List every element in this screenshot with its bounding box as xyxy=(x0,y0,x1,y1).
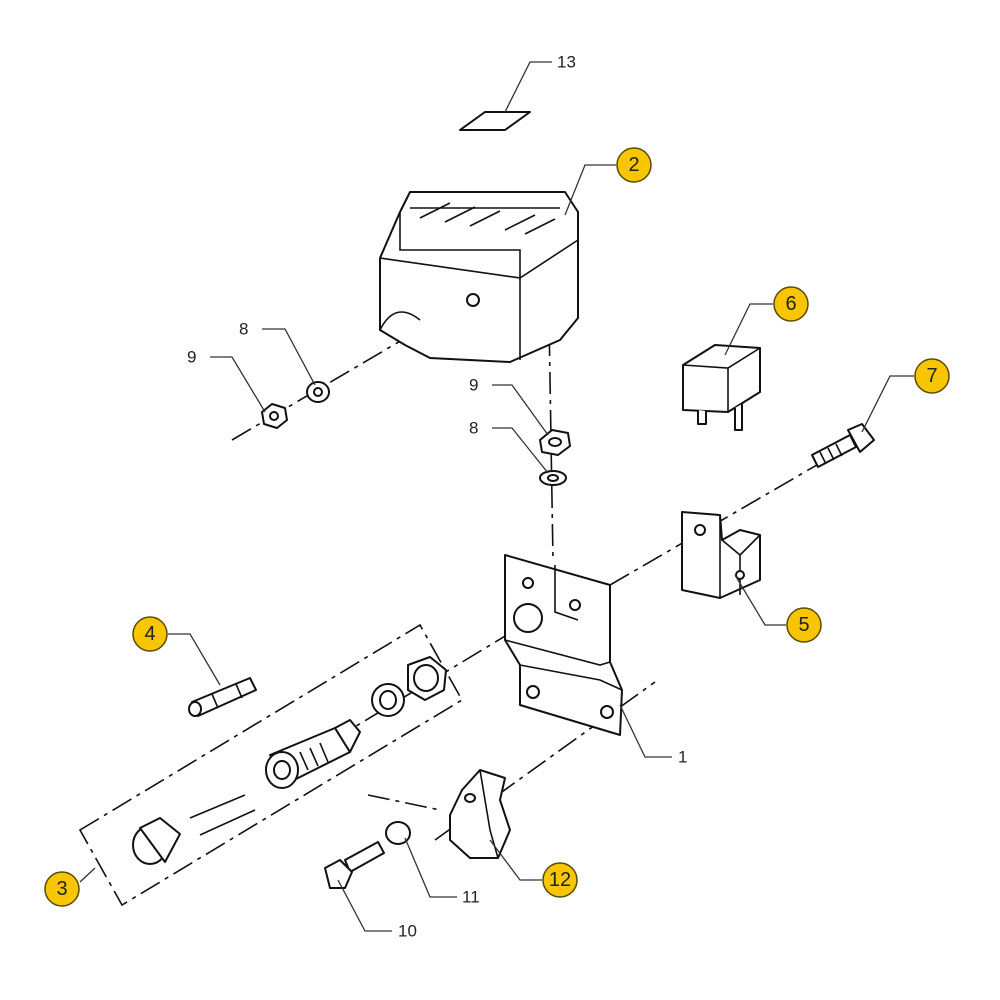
callout-5[interactable]: 5 xyxy=(786,607,822,643)
part-9-nut-left xyxy=(261,403,288,429)
callout-2[interactable]: 2 xyxy=(616,147,652,183)
callout-1[interactable]: 1 xyxy=(678,748,687,767)
callout-8-left[interactable]: 8 xyxy=(239,320,248,339)
callout-label: 5 xyxy=(798,614,809,636)
callout-10[interactable]: 10 xyxy=(398,922,417,941)
leader-lines xyxy=(79,61,914,932)
part-12-clamp xyxy=(449,769,511,859)
part-11-washer xyxy=(385,821,411,845)
callout-12[interactable]: 12 xyxy=(542,862,578,898)
callout-6[interactable]: 6 xyxy=(773,286,809,322)
part-5-bracket xyxy=(681,511,761,599)
part-9-nut-middle xyxy=(539,429,571,456)
part-10-bolt xyxy=(324,841,385,889)
callout-9-left[interactable]: 9 xyxy=(187,348,196,367)
part-1-mounting-plate xyxy=(504,554,623,736)
part-6-relay xyxy=(682,344,761,431)
part-2-cover xyxy=(379,191,579,363)
callout-13[interactable]: 13 xyxy=(557,53,576,72)
callout-7[interactable]: 7 xyxy=(914,358,950,394)
callout-label: 7 xyxy=(926,365,937,387)
callout-8-middle[interactable]: 8 xyxy=(469,419,478,438)
callout-label: 3 xyxy=(56,878,67,900)
callout-11[interactable]: 11 xyxy=(462,888,480,907)
callout-label: 6 xyxy=(785,293,796,315)
callout-4[interactable]: 4 xyxy=(132,616,168,652)
part-7-bolt xyxy=(811,423,875,468)
callout-label: 12 xyxy=(549,869,571,891)
part-3-fuse-holder xyxy=(132,656,447,865)
part-4-fuse xyxy=(188,677,257,717)
part-8-washer-left xyxy=(306,381,330,403)
part-13-label-plate xyxy=(459,111,531,131)
callout-label: 2 xyxy=(628,154,639,176)
callout-9-middle[interactable]: 9 xyxy=(469,376,478,395)
callout-label: 4 xyxy=(144,623,155,645)
callout-3[interactable]: 3 xyxy=(44,871,80,907)
part-8-washer-middle xyxy=(539,470,567,486)
